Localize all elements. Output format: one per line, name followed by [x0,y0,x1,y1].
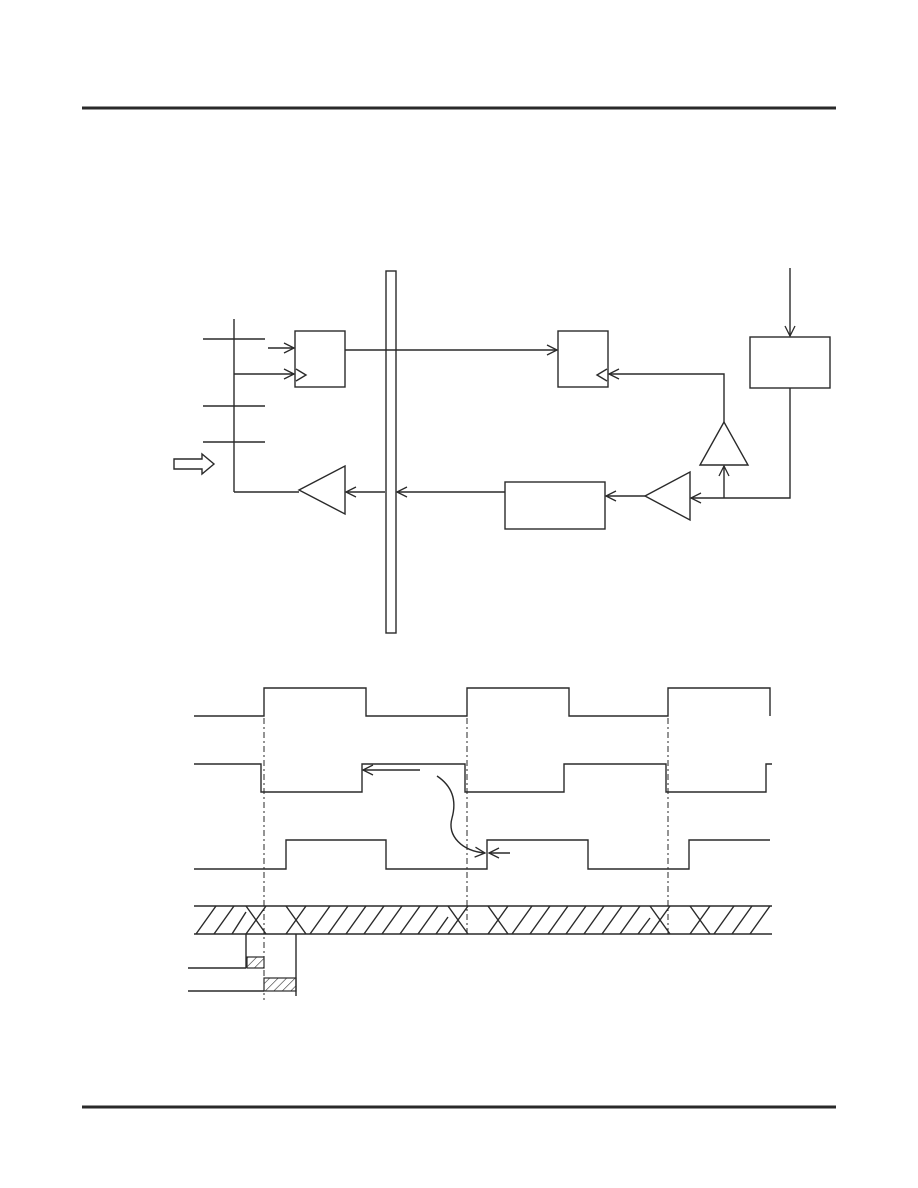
data-bus-waveform [194,905,772,935]
vertical-buffer-output [609,374,725,422]
clock-buffer-vertical [698,420,750,466]
clock-buffer-horizontal [643,470,691,522]
clock-source-box [749,336,831,389]
receive-buffer [297,464,346,516]
setup-window [246,956,265,969]
skew-curve-arrow [436,775,485,853]
inverted-delayed-clock-waveform [194,763,772,793]
timing-diagram [188,687,772,1000]
hold-window [263,977,297,992]
input-latch-box [294,330,346,388]
backplane-bus [385,270,397,634]
clock-source-output-line [722,388,791,499]
output-latch-clock-notch [595,368,608,382]
delay-element-box [504,481,606,530]
block-diagram [173,268,831,634]
clock-waveform [194,687,771,717]
delayed-clock-waveform [194,839,770,870]
hollow-right-arrow-icon [173,452,216,476]
output-latch-box [557,330,609,388]
input-latch-clock-notch [295,368,308,382]
